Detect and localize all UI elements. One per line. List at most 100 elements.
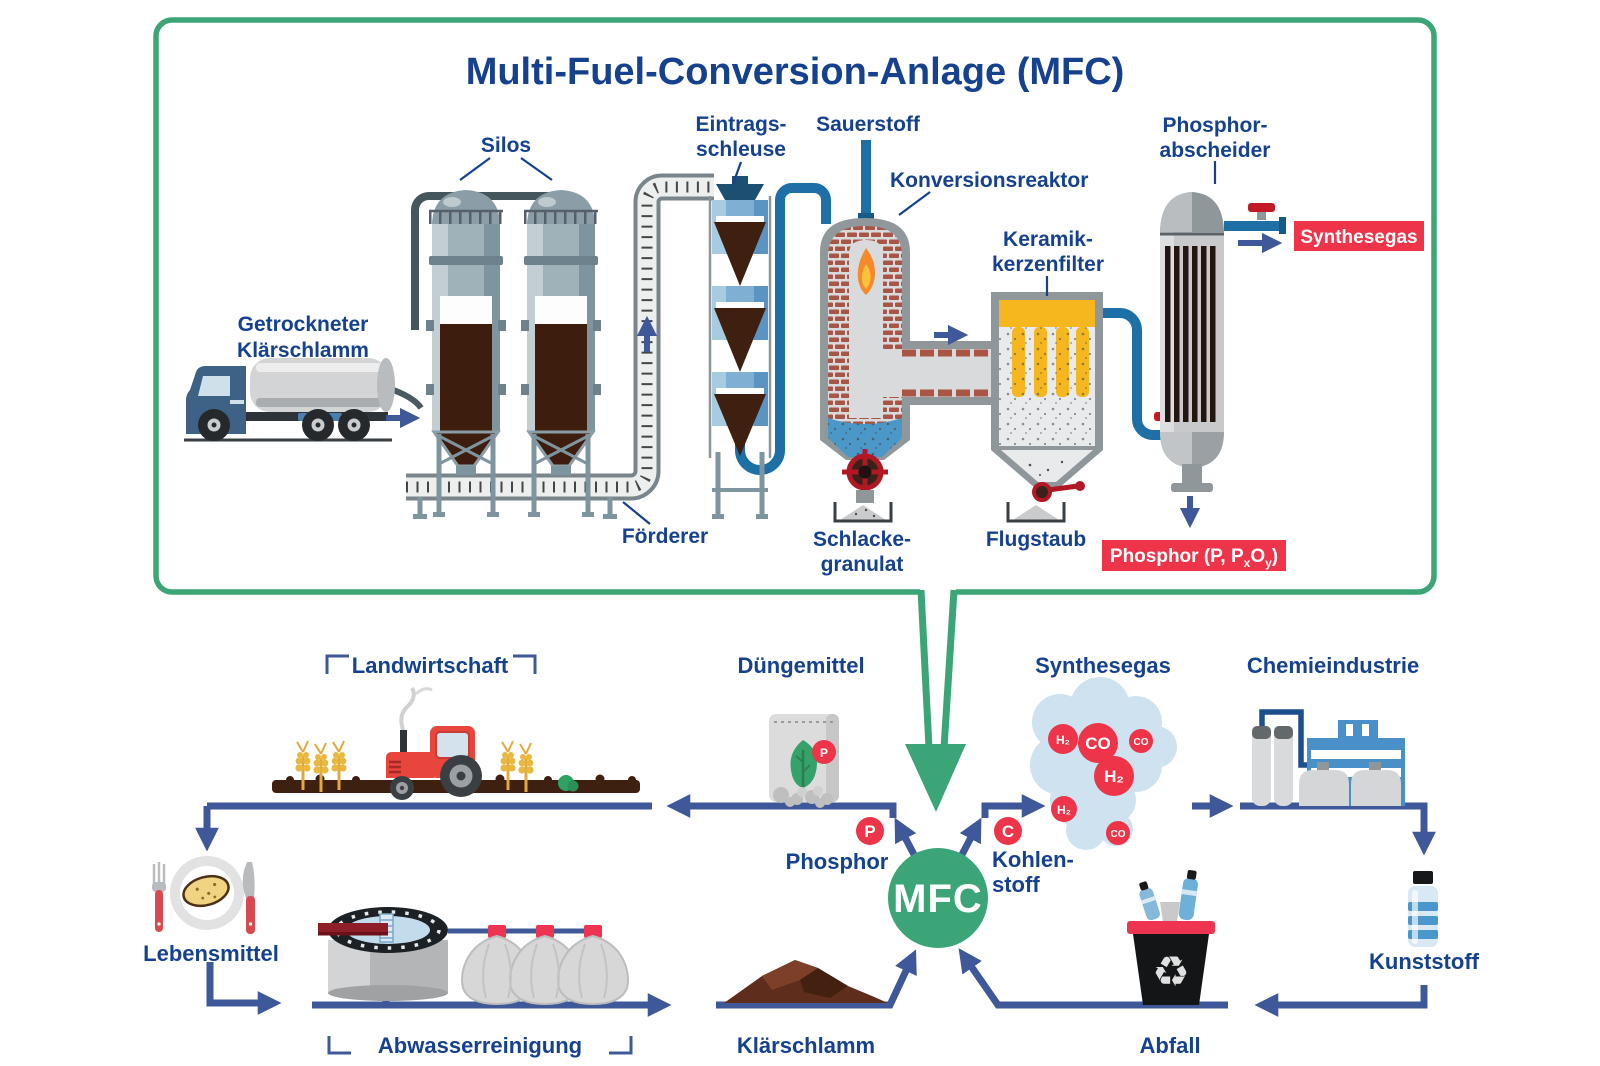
label-syngas: Synthesegas: [1035, 653, 1171, 678]
waste-bottle-1: [1139, 881, 1160, 921]
tractor-icon: [386, 687, 482, 800]
chemical-industry-icon: [1252, 709, 1405, 806]
oxygen-pipe: [858, 140, 874, 221]
svg-text:H₂: H₂: [1104, 767, 1124, 786]
section-brackets: [325, 654, 633, 1055]
label-wastewater: Abwasserreinigung: [378, 1033, 582, 1058]
label-waste: Abfall: [1139, 1033, 1200, 1058]
syngas-cloud-icon: H₂ CO CO H₂ H₂ CO: [1030, 677, 1177, 850]
mfc-node: MFC: [888, 848, 988, 948]
label-oxygen: Sauerstoff: [816, 113, 921, 136]
slag-valve-icon: [842, 449, 888, 495]
label-dried-sludge-1: Getrockneter: [238, 313, 369, 336]
label-carbon-node-2: stoff: [992, 872, 1040, 897]
svg-text:P: P: [820, 746, 828, 760]
lock-section-2: [712, 286, 768, 372]
ceramic-filter-icon: [991, 292, 1103, 502]
svg-text:CO: CO: [1085, 734, 1111, 753]
syngas-outlet-pipe: [1224, 203, 1286, 234]
silo-1: [426, 190, 506, 517]
label-sludge: Klärschlamm: [737, 1033, 875, 1058]
plant-labels: Getrockneter Klärschlamm Silos Förderer …: [237, 113, 1270, 576]
carbon-node-badge: C: [994, 817, 1022, 845]
svg-text:H₂: H₂: [1057, 803, 1071, 817]
svg-text:H₂: H₂: [1056, 733, 1070, 747]
label-plastic: Kunststoff: [1369, 949, 1480, 974]
svg-text:CO: CO: [1134, 737, 1149, 748]
label-inlet-1: Eintrags-: [695, 113, 786, 136]
label-separator-1: Phosphor-: [1163, 114, 1268, 137]
molecule-h2-2: H₂: [1094, 756, 1134, 796]
label-conveyor: Förderer: [622, 525, 708, 548]
molecule-h2-1: H₂: [1048, 724, 1078, 754]
molecule-co-2: CO: [1129, 729, 1153, 753]
slag-tray-icon: [833, 502, 893, 523]
label-filter-1: Keramik-: [1003, 228, 1093, 251]
waste-bottle-2: [1178, 869, 1198, 921]
plant-to-mfc-arrow: [905, 589, 966, 812]
svg-text:C: C: [1002, 822, 1014, 841]
label-phosphor-node: Phosphor: [786, 849, 889, 874]
label-flydust: Flugstaub: [986, 528, 1086, 551]
leaf-icon: [790, 740, 817, 794]
flydust-tray-icon: [1006, 502, 1066, 523]
wastewater-icon: [318, 907, 629, 1006]
label-silos: Silos: [481, 134, 531, 157]
syngas-badge-label: Synthesegas: [1300, 227, 1417, 248]
plant-box-border: [153, 17, 1437, 597]
flydust-valve-icon: [1032, 481, 1085, 502]
sludge-bags-icon: [461, 925, 629, 1006]
p-mini-badge: P: [812, 740, 836, 764]
granules: [773, 786, 833, 808]
molecule-h2-3: H₂: [1051, 796, 1077, 822]
cycle-labels: Landwirtschaft Düngemittel Synthesegas C…: [143, 653, 1480, 1058]
fork-icon: [152, 862, 166, 932]
label-slag-1: Schlacke-: [813, 528, 911, 551]
mfc-label: MFC: [893, 877, 983, 921]
label-agriculture: Landwirtschaft: [352, 653, 509, 678]
lock-section-1: [712, 200, 768, 286]
recycle-icon: ♻: [1152, 948, 1190, 995]
inlet-lock-icon: [708, 176, 772, 519]
plastic-bottle-icon: [1408, 871, 1438, 947]
label-filter-2: kerzenfilter: [992, 253, 1104, 276]
flame-icon: [857, 248, 876, 295]
svg-text:CO: CO: [1111, 829, 1126, 840]
label-food: Lebensmittel: [143, 941, 279, 966]
phosphor-node-badge: P: [856, 817, 884, 845]
label-pointers: [459, 157, 1217, 525]
bush-icon: [558, 775, 579, 792]
label-separator-2: abscheider: [1160, 139, 1271, 162]
phosphor-badge: Phosphor (P, PxOy): [1102, 540, 1286, 571]
silos-icon: [411, 190, 601, 517]
label-reactor: Konversionsreaktor: [890, 169, 1088, 192]
molecule-co-1: CO: [1078, 723, 1118, 763]
knife-icon: [242, 862, 255, 934]
truck-wheels: [198, 409, 370, 441]
sludge-truck-icon: [184, 358, 424, 442]
molecule-co-3: CO: [1106, 821, 1130, 845]
label-inlet-2: schleuse: [696, 138, 786, 161]
silo-2: [521, 190, 601, 517]
lock-section-3: [712, 372, 768, 456]
label-chemical: Chemieindustrie: [1247, 653, 1419, 678]
main-title: Multi-Fuel-Conversion-Anlage (MFC): [466, 51, 1125, 93]
label-carbon-node-1: Kohlen-: [992, 847, 1074, 872]
food-icon: [152, 856, 255, 934]
fertilizer-bag-icon: P: [769, 714, 839, 808]
agriculture-icon: [272, 687, 640, 800]
separator-tubes: [1165, 246, 1216, 422]
plant-flow-arrows: [386, 232, 1283, 529]
phosphor-badge-label: Phosphor (P, PxOy): [1110, 546, 1278, 570]
label-slag-2: granulat: [821, 553, 904, 576]
sludge-mound-icon: [724, 960, 888, 1003]
svg-text:P: P: [864, 822, 875, 841]
label-dried-sludge-2: Klärschlamm: [237, 339, 369, 362]
waste-bin-icon: ♻: [1127, 869, 1215, 1005]
label-fertilizer: Düngemittel: [737, 653, 864, 678]
inlet-outlet-pipe: [735, 183, 831, 475]
phosphor-separator-icon: [1160, 192, 1224, 492]
conversion-reactor-icon: [820, 218, 997, 503]
